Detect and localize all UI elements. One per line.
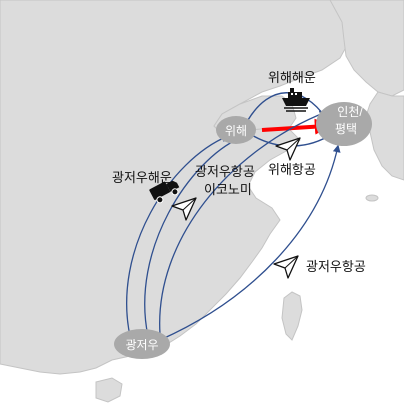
- paper-plane-icon: [171, 197, 197, 221]
- taiwan-island: [281, 291, 303, 341]
- label-weihai-shipping: 위해해운: [268, 70, 316, 85]
- ship-icon: [282, 88, 310, 112]
- paper-plane-icon: [275, 137, 301, 161]
- label-weihai-air: 위해항공: [268, 162, 316, 177]
- city-incheon-label-2: 평택: [335, 122, 357, 136]
- truck-icon: [149, 180, 180, 204]
- route-guangzhou-air: [159, 144, 341, 341]
- label-guangzhou-shipping: 광저우해운: [112, 170, 172, 185]
- label-guangzhou-air-economy-1: 광저우항공: [195, 164, 255, 179]
- city-weihai-label: 위해: [225, 124, 247, 138]
- hainan-island: [95, 377, 123, 403]
- label-guangzhou-air-economy-2: 이코노미: [204, 182, 252, 197]
- city-guangzhou-label: 광저우: [125, 338, 158, 352]
- route-highlight: [261, 118, 331, 135]
- jeju-island: [365, 194, 379, 202]
- label-guangzhou-air: 광저우항공: [306, 259, 366, 274]
- route-weihai-shipping: [247, 92, 327, 121]
- paper-plane-icon: [273, 255, 299, 279]
- route-guangzhou-air-economy: [144, 136, 242, 337]
- city-weihai: 위해: [216, 116, 256, 144]
- city-incheon-label-1: 인천/: [337, 104, 363, 119]
- route-guangzhou-air-economy-2: [159, 110, 328, 335]
- city-incheon: 인천/ 평택: [316, 102, 372, 146]
- city-guangzhou: 광저우: [114, 329, 170, 359]
- liaodong-peninsula: [329, 0, 404, 97]
- route-guangzhou-shipping: [126, 134, 230, 337]
